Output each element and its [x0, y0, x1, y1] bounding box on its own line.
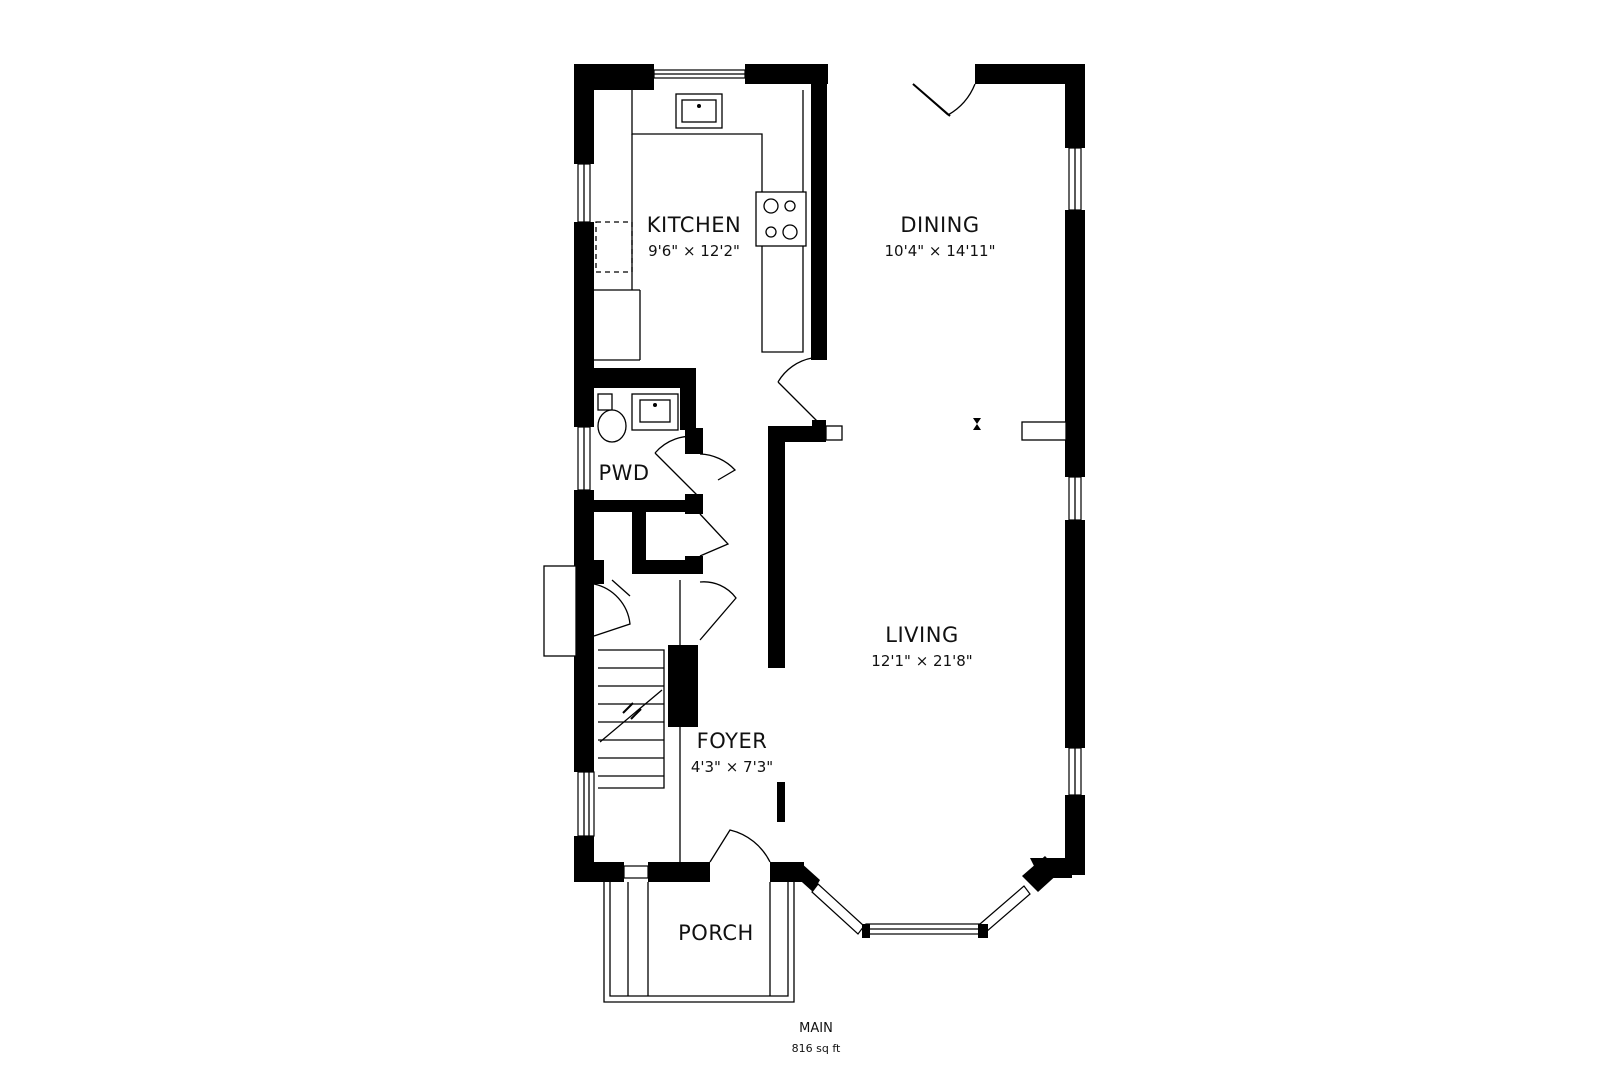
living-dims: 12'1" × 21'8" — [871, 652, 972, 670]
living-label: LIVING — [885, 623, 958, 647]
kitchen-dims: 9'6" × 12'2" — [648, 242, 740, 260]
walls — [574, 64, 1085, 892]
dining-dims: 10'4" × 14'11" — [885, 242, 996, 260]
foyer-label: FOYER — [697, 729, 768, 753]
foyer-dims: 4'3" × 7'3" — [691, 758, 773, 776]
kitchen-fixtures — [594, 90, 807, 361]
kitchen-label: KITCHEN — [647, 213, 742, 237]
pwd-fixtures — [597, 393, 679, 443]
windows — [577, 69, 1082, 938]
floor-area: 816 sq ft — [792, 1042, 841, 1055]
misc-marks — [603, 418, 1067, 1003]
pwd-label: PWD — [598, 461, 649, 485]
floor-name: MAIN — [799, 1021, 833, 1036]
porch-label: PORCH — [678, 921, 754, 945]
dining-label: DINING — [900, 213, 979, 237]
stairs — [543, 565, 681, 789]
doors — [593, 83, 976, 863]
